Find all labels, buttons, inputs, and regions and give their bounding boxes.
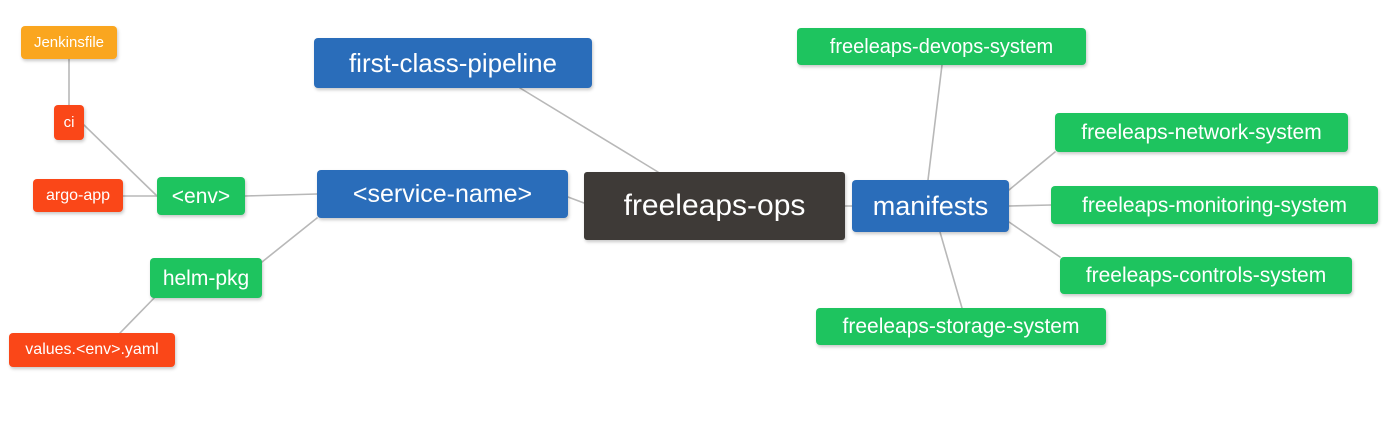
node-label: freeleaps-monitoring-system [1082, 193, 1347, 217]
node-first-class-pipeline[interactable]: first-class-pipeline [314, 38, 592, 88]
node-label: freeleaps-devops-system [829, 35, 1054, 58]
node-label: first-class-pipeline [348, 48, 558, 78]
node-label: <service-name> [352, 179, 533, 208]
node-freeleaps-devops-system[interactable]: freeleaps-devops-system [797, 28, 1086, 65]
node-helm-pkg[interactable]: helm-pkg [150, 258, 262, 298]
node-label: manifests [872, 190, 989, 221]
node-argo-app[interactable]: argo-app [33, 179, 123, 212]
node-label: values.<env>.yaml [25, 341, 159, 358]
node-values-env-yaml[interactable]: values.<env>.yaml [9, 333, 175, 367]
node-env[interactable]: <env> [157, 177, 245, 215]
node-label: freeleaps-network-system [1081, 121, 1322, 144]
node-label: helm-pkg [162, 266, 250, 290]
node-freeleaps-storage-system[interactable]: freeleaps-storage-system [816, 308, 1106, 345]
node-label: Jenkinsfile [33, 34, 105, 51]
node-freeleaps-network-system[interactable]: freeleaps-network-system [1055, 113, 1348, 152]
node-label: freeleaps-controls-system [1085, 264, 1327, 287]
node-label: <env> [171, 184, 231, 208]
node-freeleaps-ops[interactable]: freeleaps-ops [584, 172, 845, 240]
node-label: ci [63, 114, 75, 131]
node-freeleaps-controls-system[interactable]: freeleaps-controls-system [1060, 257, 1352, 294]
node-manifests[interactable]: manifests [852, 180, 1009, 232]
node-ci[interactable]: ci [54, 105, 84, 140]
node-label: freeleaps-ops [623, 189, 806, 222]
node-label: freeleaps-storage-system [842, 315, 1080, 338]
node-label: argo-app [45, 186, 111, 204]
node-jenkinsfile[interactable]: Jenkinsfile [21, 26, 117, 59]
node-freeleaps-monitoring-system[interactable]: freeleaps-monitoring-system [1051, 186, 1378, 224]
node-service-name[interactable]: <service-name> [317, 170, 568, 218]
